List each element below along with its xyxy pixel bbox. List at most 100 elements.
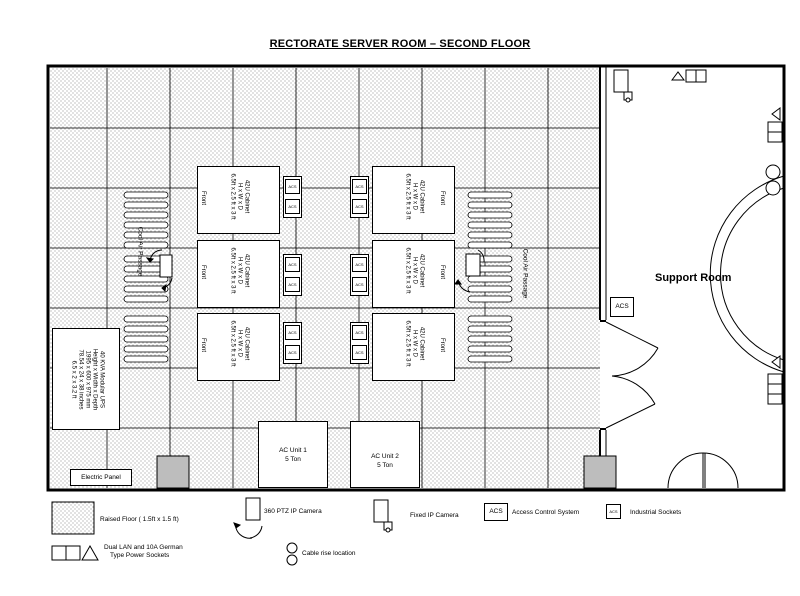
legend-cable-rise-text: Cable rise location	[302, 550, 356, 557]
cabinet-dimensions-label: H x W x D	[236, 183, 242, 210]
industrial-socket: ACS	[285, 179, 300, 194]
cabinet-dimensions-label: H x W x D	[411, 330, 417, 357]
cool-air-passage-right-label: Cool Air Passage	[521, 248, 529, 299]
legend-graphics	[51, 497, 393, 566]
ups-unit: 40 KVA Modular UPS Height x Width x Dept…	[52, 328, 120, 430]
cabinet-dimensions: 6.5ft x 2.5 ft x 3 ft	[229, 247, 235, 294]
ups-dimension-inches: 78.54 x 24 x 38 inches	[77, 349, 84, 410]
power-socket-top-icon	[671, 69, 707, 83]
legend-raised-floor-swatch	[51, 501, 95, 535]
ptz-camera-right-icon	[454, 249, 485, 293]
cabinet-name: 42U Cabinet	[418, 326, 424, 361]
legend-acs-box: ACS	[484, 503, 508, 521]
industrial-socket-pair: ACS ACS	[350, 176, 369, 218]
cabinet-name: 42U Cabinet	[243, 253, 249, 288]
cable-duct-left	[156, 455, 190, 489]
ups-dimension-ft: 6.5 x 2 x 3.2 ft	[70, 360, 77, 399]
industrial-socket: ACS	[352, 199, 367, 214]
industrial-socket-pair: ACS ACS	[283, 322, 302, 364]
industrial-socket: ACS	[285, 345, 300, 360]
cabinet-dimensions-label: H x W x D	[236, 330, 242, 357]
industrial-socket: ACS	[352, 179, 367, 194]
outer-wall	[46, 64, 786, 492]
main-door	[667, 452, 739, 489]
cabinet-right-2: 42U Cabinet H x W x D 6.5ft x 2.5 ft x 3…	[372, 240, 455, 308]
industrial-socket: ACS	[352, 277, 367, 292]
fixed-camera-icon	[613, 69, 633, 103]
access-control-box: ACS	[610, 297, 634, 317]
power-socket-right-bottom-icon	[767, 355, 783, 405]
industrial-socket: ACS	[352, 325, 367, 340]
support-room-arc	[709, 175, 785, 373]
vent-right	[467, 191, 513, 363]
cabinet-right-1: 42U Cabinet H x W x D 6.5ft x 2.5 ft x 3…	[372, 166, 455, 234]
legend-access-control-text: Access Control System	[512, 509, 580, 516]
industrial-socket-pair: ACS ACS	[283, 254, 302, 296]
ac-unit-capacity: 5 Ton	[377, 462, 393, 469]
ac-unit-capacity: 5 Ton	[285, 456, 301, 463]
industrial-socket-pair: ACS ACS	[350, 254, 369, 296]
cabinet-dimensions-label: H x W x D	[236, 257, 242, 284]
cabinet-dimensions: 6.5ft x 2.5 ft x 3 ft	[404, 173, 410, 220]
legend-industrial-socket-box: ACS	[606, 504, 621, 519]
plan-title: RECTORATE SERVER ROOM – SECOND FLOOR	[269, 38, 531, 50]
legend-fixed-camera-text: Fixed IP Camera	[410, 512, 459, 519]
power-socket-right-top-icon	[767, 107, 783, 143]
cabinet-dimensions-label: H x W x D	[411, 257, 417, 284]
ac-unit-name: AC Unit 1	[279, 447, 307, 454]
cabinet-left-3: 42U Cabinet H x W x D 6.5ft x 2.5 ft x 3…	[197, 313, 280, 381]
ac-unit-2: AC Unit 2 5 Ton	[350, 421, 420, 488]
cabinet-dimensions: 6.5ft x 2.5 ft x 3 ft	[404, 247, 410, 294]
cabinet-front-label: Front	[439, 190, 446, 206]
industrial-socket: ACS	[352, 345, 367, 360]
cool-air-passage-left-label: Cool Air Passage	[136, 226, 144, 277]
cabinet-left-1: 42U Cabinet H x W x D 6.5ft x 2.5 ft x 3…	[197, 166, 280, 234]
legend-cable-rise-icon	[286, 542, 298, 566]
industrial-socket: ACS	[285, 199, 300, 214]
ups-dimension-label: Height x Width x Depth	[91, 348, 98, 411]
industrial-socket: ACS	[352, 257, 367, 272]
cabinet-name: 42U Cabinet	[243, 179, 249, 214]
legend-dual-lan-text-2: Type Power Sockets	[110, 552, 170, 559]
legend-dual-lan-text-1: Dual LAN and 10A German	[104, 544, 183, 551]
cabinet-front-label: Front	[439, 264, 446, 280]
cabinet-name: 42U Cabinet	[243, 326, 249, 361]
cabinet-front-label: Front	[439, 337, 446, 353]
cabinet-dimensions: 6.5ft x 2.5 ft x 3 ft	[229, 320, 235, 367]
cabinet-front-label: Front	[200, 264, 207, 280]
ac-unit-1: AC Unit 1 5 Ton	[258, 421, 328, 488]
legend-dual-lan-icon	[51, 544, 99, 561]
vent-left	[123, 191, 169, 363]
cabinet-front-label: Front	[200, 190, 207, 206]
legend-fixed-camera-icon	[373, 499, 393, 533]
cabinet-name: 42U Cabinet	[418, 253, 424, 288]
cabinet-dimensions: 6.5ft x 2.5 ft x 3 ft	[404, 320, 410, 367]
cabinet-right-3: 42U Cabinet H x W x D 6.5ft x 2.5 ft x 3…	[372, 313, 455, 381]
cable-rise-icon	[765, 164, 781, 196]
cabinet-left-2: 42U Cabinet H x W x D 6.5ft x 2.5 ft x 3…	[197, 240, 280, 308]
cabinet-name: 42U Cabinet	[418, 179, 424, 214]
legend-industrial-sockets-text: Industrial Sockets	[630, 509, 682, 516]
industrial-socket: ACS	[285, 325, 300, 340]
industrial-socket-pair: ACS ACS	[350, 322, 369, 364]
electric-panel: Electric Panel	[70, 469, 132, 486]
cable-duct-right	[583, 455, 617, 489]
legend-ptz-camera-text: 360 PTZ IP Camera	[264, 508, 322, 515]
ptz-camera-left-icon	[145, 249, 173, 293]
ups-dimension-mm: 1995 x 600 x 975 mm	[84, 350, 91, 409]
cabinet-dimensions-label: H x W x D	[411, 183, 417, 210]
cabinet-front-label: Front	[200, 337, 207, 353]
industrial-socket: ACS	[285, 277, 300, 292]
industrial-socket: ACS	[285, 257, 300, 272]
legend-ptz-camera-icon	[233, 497, 263, 539]
legend-dual-lan-text: Dual LAN and 10A German Type Power Socke…	[104, 544, 183, 560]
legend-raised-floor-text: Raised Floor ( 1.5ft x 1.5 ft)	[100, 516, 179, 523]
ac-unit-name: AC Unit 2	[371, 453, 399, 460]
cabinet-dimensions: 6.5ft x 2.5 ft x 3 ft	[229, 173, 235, 220]
ups-model: 40 KVA Modular UPS	[98, 351, 105, 408]
support-room-label: Support Room	[655, 272, 732, 284]
industrial-socket-pair: ACS ACS	[283, 176, 302, 218]
partition-door	[605, 321, 659, 429]
